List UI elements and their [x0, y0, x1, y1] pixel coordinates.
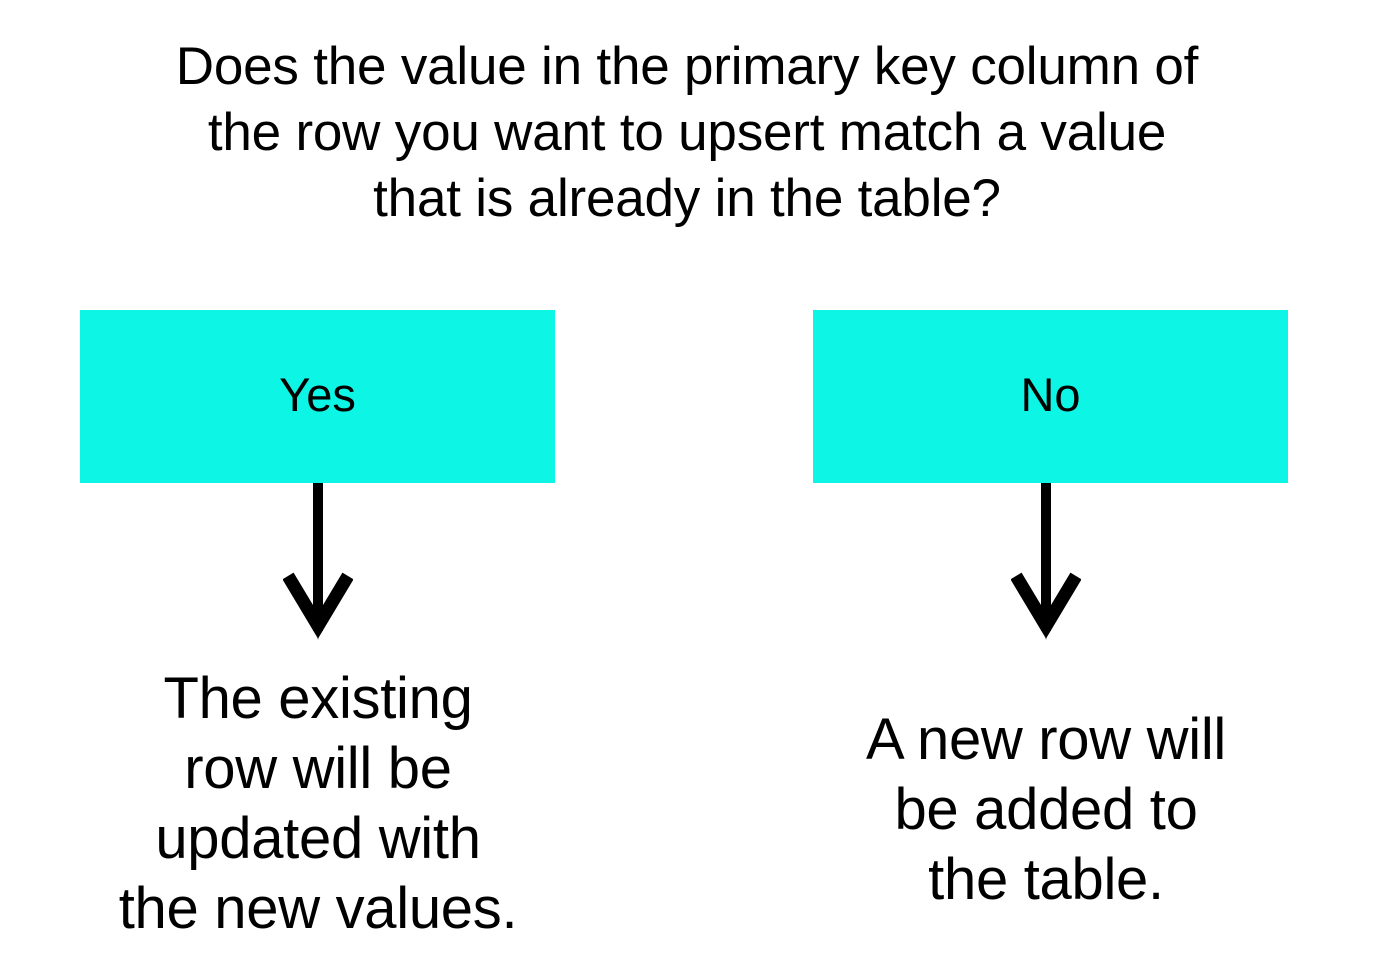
question-text: Does the value in the primary key column… [175, 37, 1199, 228]
down-arrow-icon-no [1011, 483, 1081, 641]
decision-box-no-label: No [1020, 368, 1081, 421]
down-arrow-icon-yes [283, 483, 353, 641]
decision-box-yes[interactable]: Yes [80, 310, 555, 483]
decision-box-no[interactable]: No [813, 310, 1288, 483]
decision-box-yes-label: Yes [279, 368, 356, 421]
outcome-text-no: A new row will be added to the table. [865, 707, 1227, 912]
outcome-text-yes: The existing row will be updated with th… [118, 666, 518, 941]
